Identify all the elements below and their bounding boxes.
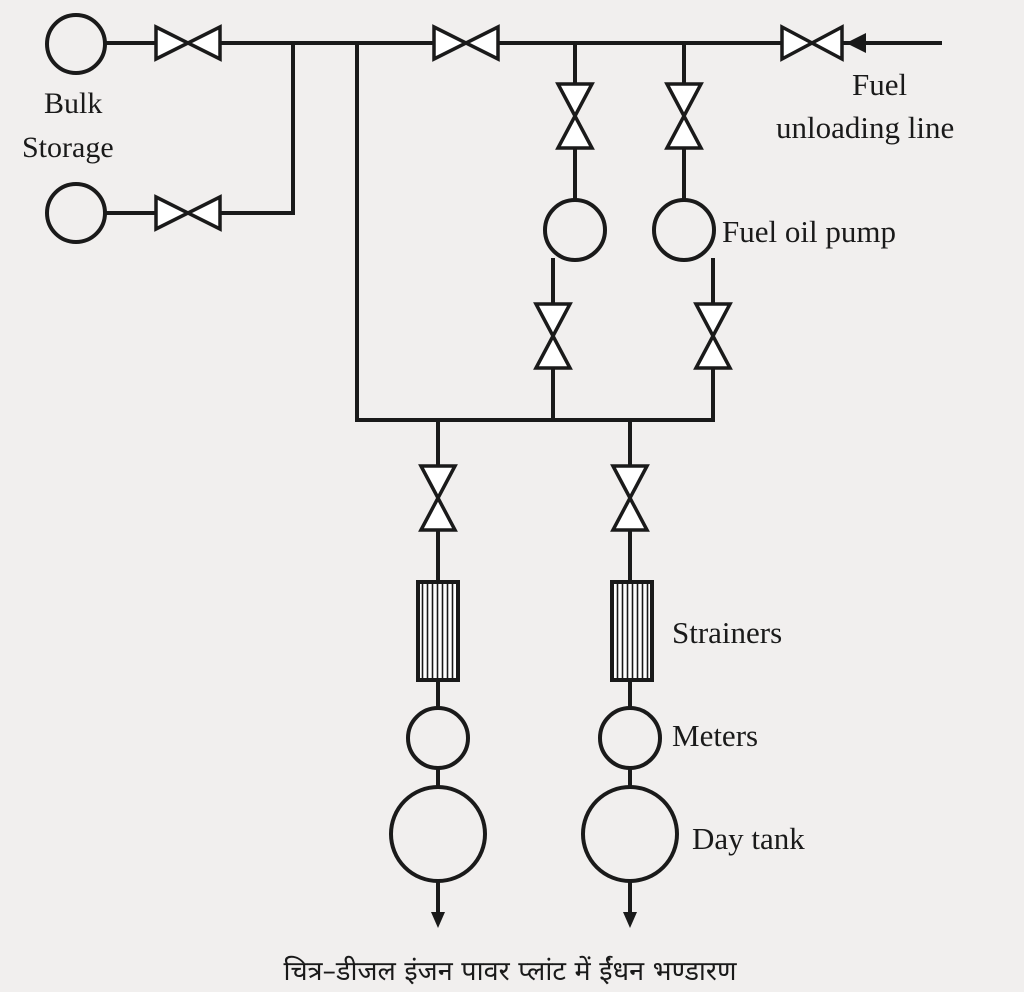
valve-pump-2-suction — [664, 82, 704, 150]
valve-header — [432, 24, 500, 62]
valves — [154, 24, 844, 532]
strainers — [416, 580, 654, 682]
pipe-network — [103, 41, 942, 917]
valve-fuel-unloading — [780, 24, 844, 62]
outlet-1-arrow-icon — [431, 912, 445, 928]
meter-2 — [598, 706, 662, 770]
valve-storage-2 — [154, 194, 222, 232]
outlet-arrows — [431, 912, 637, 928]
fuel-oil-pumps — [543, 198, 716, 262]
valve-outlet-2 — [610, 464, 650, 532]
strainer-2 — [610, 580, 654, 682]
outlet-2-arrow-icon — [623, 912, 637, 928]
figure-caption: चित्र–डीजल इंजन पावर प्लांट में ईंधन भण्… — [284, 955, 737, 987]
label-strainers: Strainers — [672, 615, 782, 650]
label-bulk-storage-line1: Bulk — [44, 87, 102, 120]
valve-outlet-1 — [418, 464, 458, 532]
strainer-1 — [416, 580, 460, 682]
label-fuel-oil-pump: Fuel oil pump — [722, 214, 896, 249]
valve-pump-2-discharge — [693, 302, 733, 370]
label-fuel-line2: unloading line — [776, 110, 954, 145]
day-tank-2 — [581, 785, 679, 883]
meter-1 — [406, 706, 470, 770]
meters — [406, 706, 662, 770]
bulk-storage-tank-1 — [45, 13, 107, 75]
day-tanks — [389, 785, 679, 883]
valve-pump-1-discharge — [533, 302, 573, 370]
label-fuel-line1: Fuel — [852, 67, 907, 102]
day-tank-1 — [389, 785, 487, 883]
storage-tanks — [45, 13, 107, 244]
label-bulk-storage-line2: Storage — [22, 131, 114, 164]
fuel-oil-pump-2 — [652, 198, 716, 262]
label-day-tank: Day tank — [692, 821, 805, 856]
label-meters: Meters — [672, 718, 758, 753]
valve-pump-1-suction — [555, 82, 595, 150]
labels: Bulk Storage Fuel unloading line Fuel oi… — [22, 67, 954, 856]
bulk-storage-tank-2 — [45, 182, 107, 244]
fuel-inlet-arrow-icon — [846, 33, 866, 53]
fuel-oil-pump-1 — [543, 198, 607, 262]
valve-storage-1 — [154, 24, 222, 62]
